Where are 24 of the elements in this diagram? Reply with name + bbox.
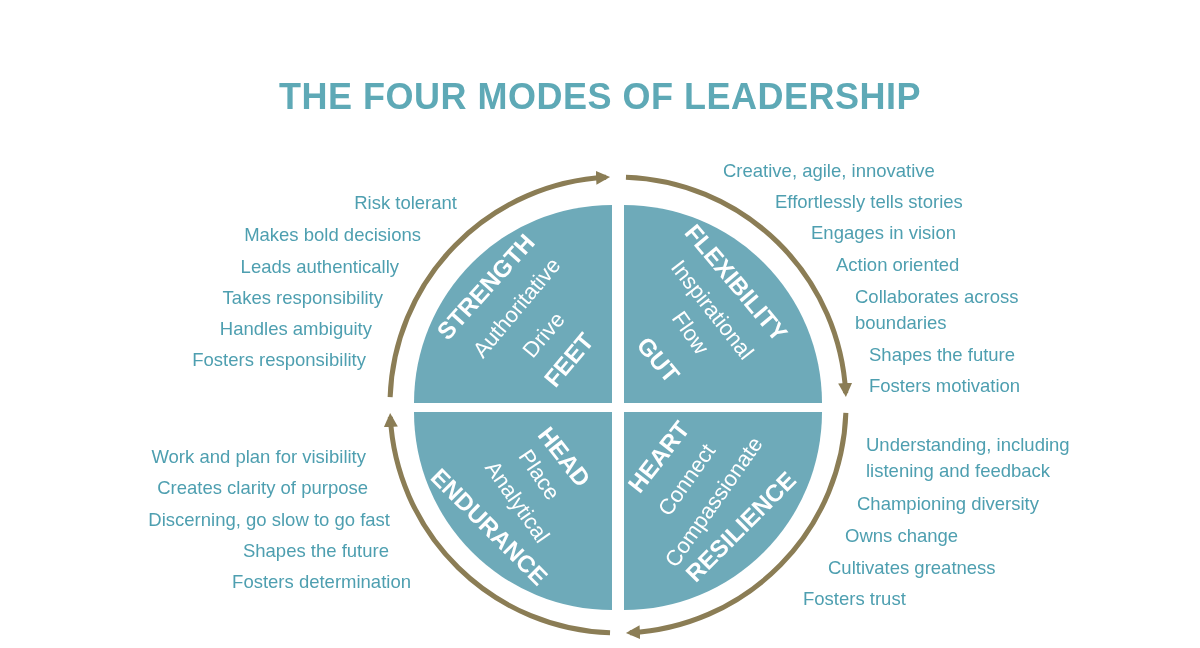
- trait-text: Takes responsibility: [222, 286, 383, 310]
- trait-text: Championing diversity: [857, 492, 1039, 516]
- trait-text: Fosters motivation: [869, 374, 1021, 398]
- trait-text: Fosters responsibility: [192, 348, 366, 372]
- trait-text: Collaborates across boundaries: [855, 285, 1020, 335]
- trait-text: Owns change: [845, 524, 959, 548]
- trait-text: Creative, agile, innovative: [723, 159, 935, 183]
- trait-text: Cultivates greatness: [828, 556, 996, 580]
- trait-text: Understanding, including listening and feedback: [866, 433, 1071, 483]
- trait-text: Makes bold decisions: [244, 223, 421, 247]
- trait-text: Engages in vision: [811, 221, 956, 245]
- title: THE FOUR MODES OF LEADERSHIP: [279, 76, 921, 118]
- trait-text: Work and plan for visibility: [151, 445, 366, 469]
- trait-text: Shapes the future: [869, 343, 1016, 367]
- trait-text: Handles ambiguity: [219, 317, 372, 341]
- trait-text: Effortlessly tells stories: [775, 190, 963, 214]
- trait-text: Creates clarity of purpose: [157, 476, 368, 500]
- trait-text: Risk tolerant: [354, 191, 457, 215]
- trait-text: Shapes the future: [242, 539, 389, 563]
- trait-text: Action oriented: [836, 253, 960, 277]
- trait-text: Fosters determination: [232, 570, 411, 594]
- trait-text: Fosters trust: [803, 587, 906, 611]
- trait-text: Leads authentically: [240, 255, 399, 279]
- trait-text: Discerning, go slow to go fast: [148, 508, 390, 532]
